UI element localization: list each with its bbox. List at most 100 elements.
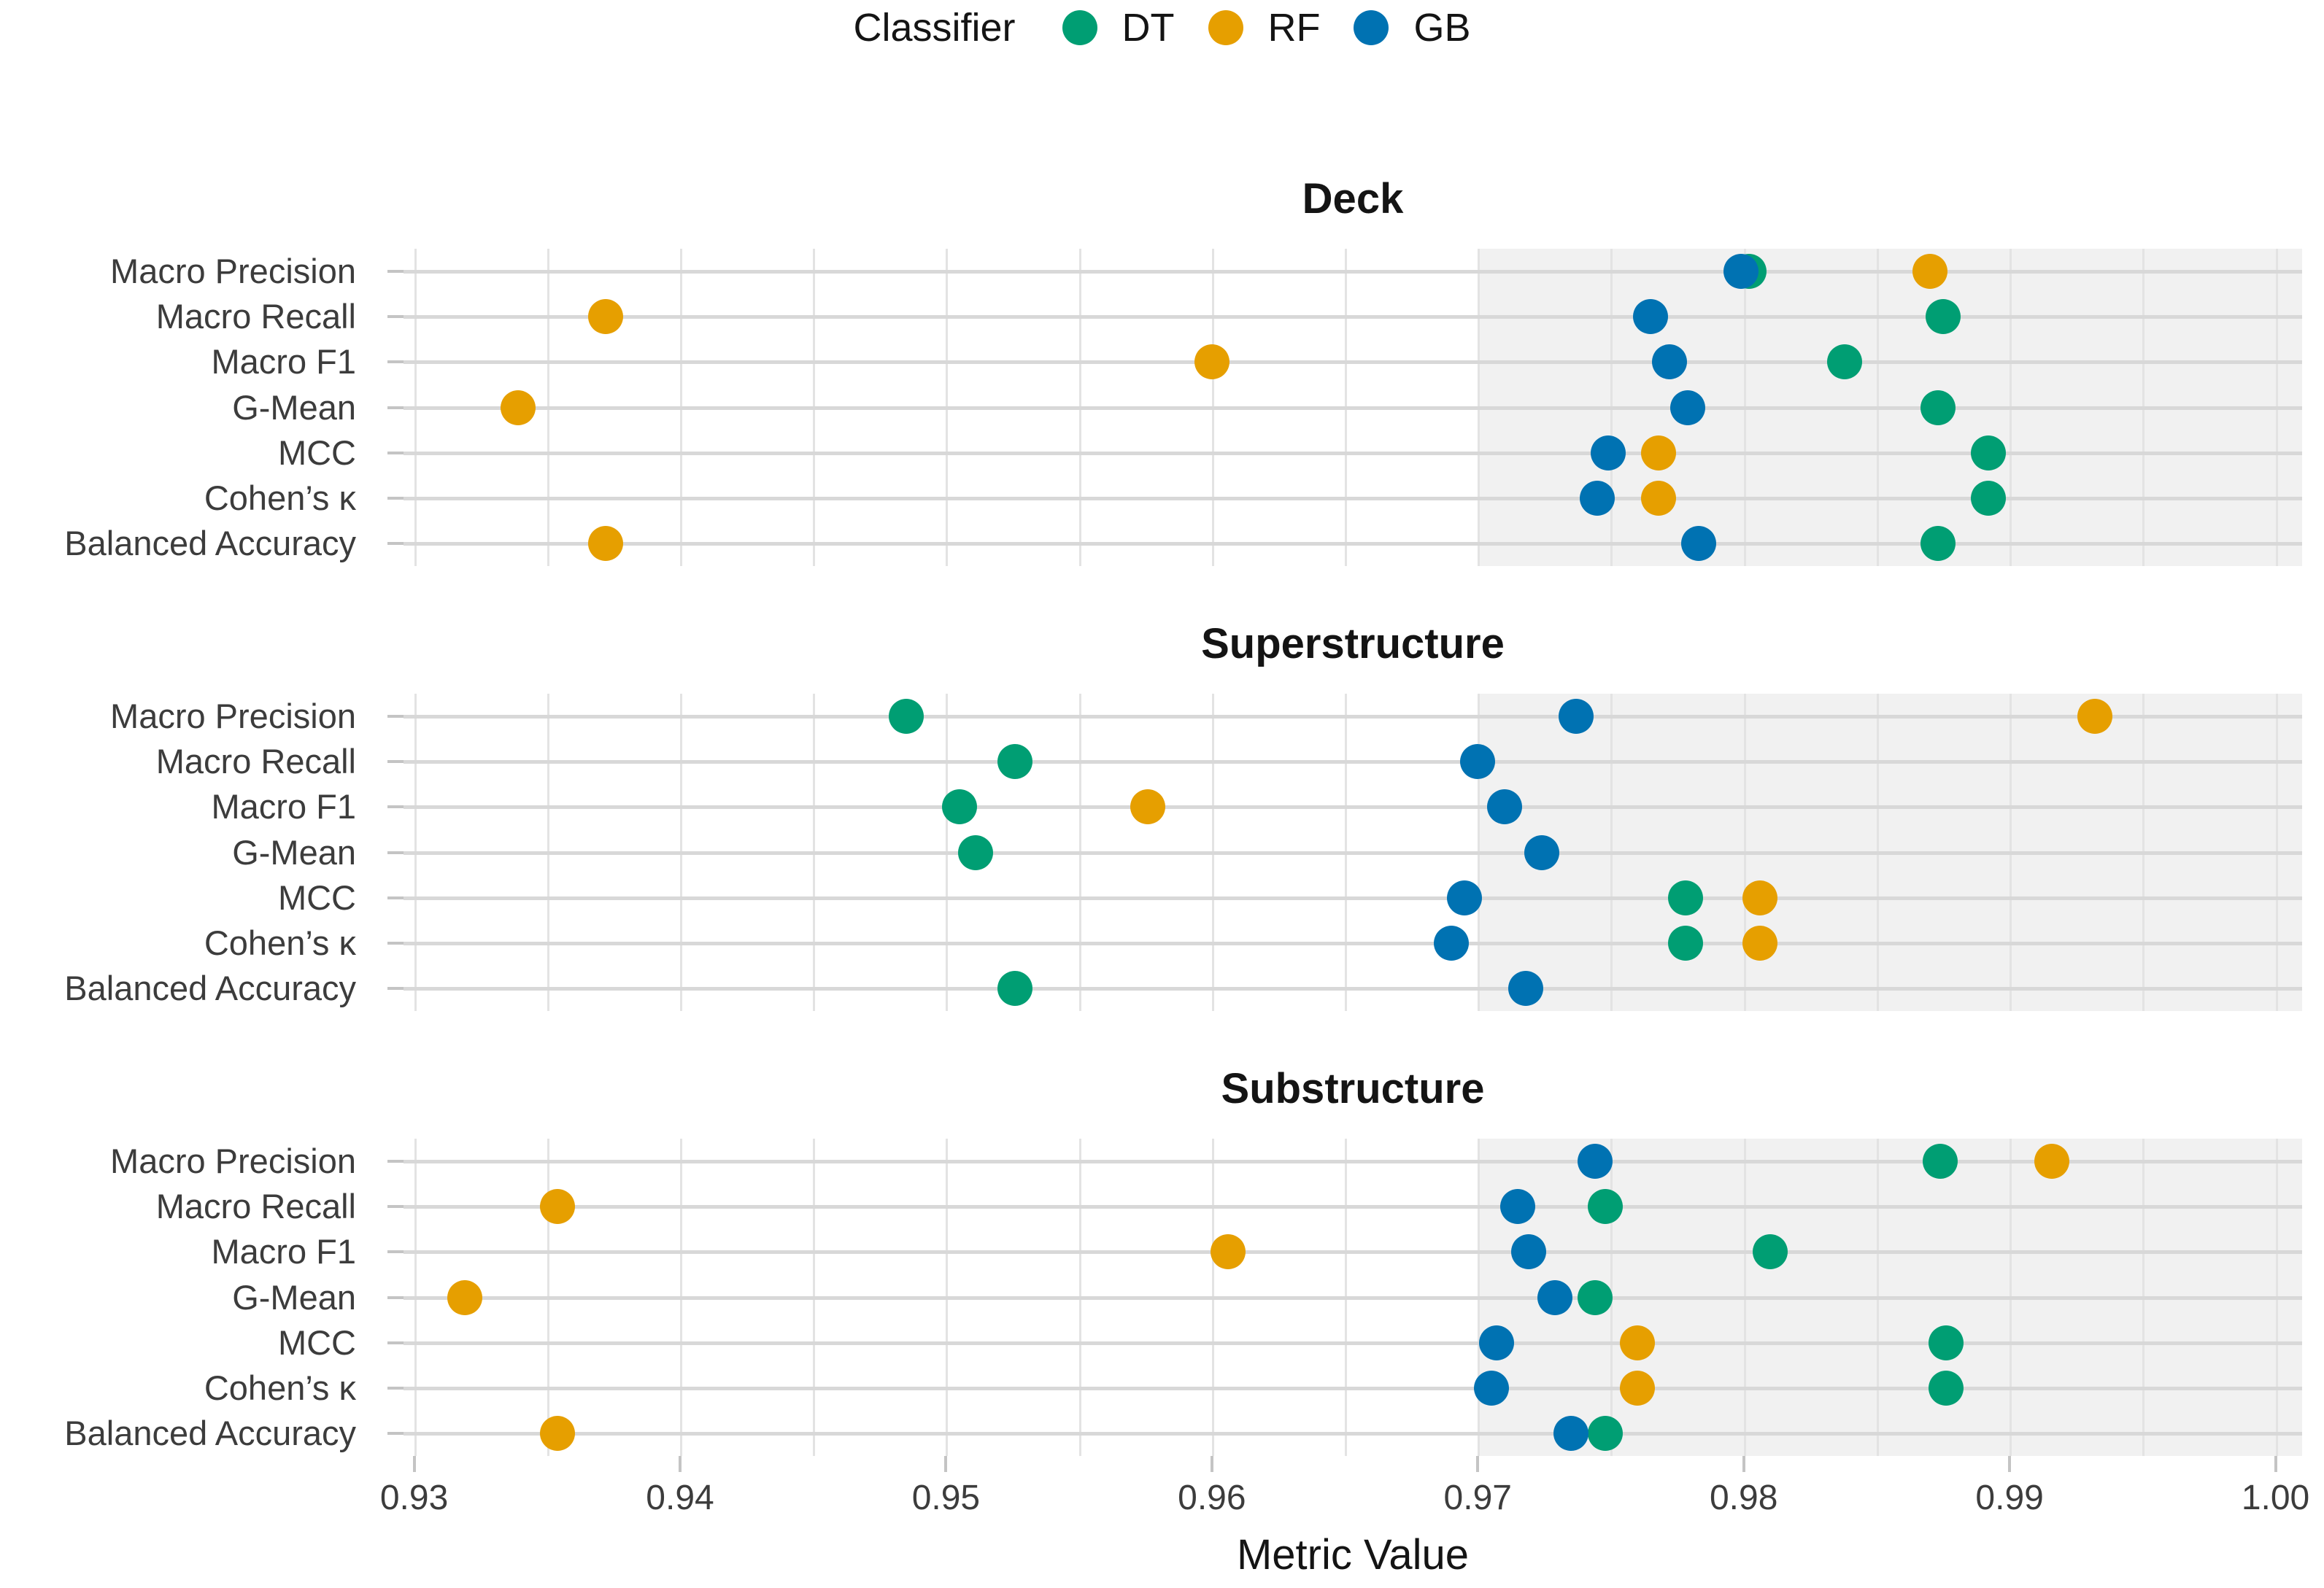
data-point-gb xyxy=(1524,834,1559,870)
y-tick xyxy=(387,1250,404,1254)
legend-item-gb: GB xyxy=(1354,5,1471,50)
data-point-rf xyxy=(1210,1234,1246,1270)
legend-title: Classifier xyxy=(853,6,1016,50)
data-point-dt xyxy=(1928,1370,1964,1406)
data-point-dt xyxy=(1588,1415,1624,1451)
data-point-gb xyxy=(1460,744,1496,780)
data-point-rf xyxy=(1912,254,1947,290)
y-tick xyxy=(387,1386,404,1390)
data-point-dt xyxy=(1577,1279,1613,1315)
data-point-rf xyxy=(1619,1325,1655,1360)
data-point-gb xyxy=(1580,480,1615,516)
y-axis-label: Cohen’s κ xyxy=(204,1368,356,1407)
y-axis-label: Cohen’s κ xyxy=(204,478,356,517)
y-axis-label: MCC xyxy=(277,433,356,472)
grid-line-row xyxy=(404,1250,2302,1255)
legend-dot-rf xyxy=(1208,10,1243,45)
data-point-dt xyxy=(1827,344,1863,380)
grid-line-row xyxy=(404,541,2302,546)
data-point-dt xyxy=(888,699,924,735)
y-axis-label: Balanced Accuracy xyxy=(64,523,356,562)
data-point-dt xyxy=(1667,880,1703,915)
y-tick xyxy=(387,896,404,899)
data-point-rf xyxy=(587,525,623,561)
y-axis-label: Balanced Accuracy xyxy=(64,1413,356,1452)
grid-line-row xyxy=(404,805,2302,810)
y-axis-label: Cohen’s κ xyxy=(204,923,356,962)
data-point-dt xyxy=(1753,1234,1788,1270)
y-axis-label: MCC xyxy=(277,878,356,917)
y-axis-label: G-Mean xyxy=(232,1277,356,1317)
legend-dot-dt xyxy=(1062,10,1097,45)
y-axis-label: Macro Precision xyxy=(110,252,356,291)
data-point-dt xyxy=(1926,299,1961,335)
y-axis-label: Macro Precision xyxy=(110,697,356,736)
data-point-gb xyxy=(1537,1279,1572,1315)
grid-line-row xyxy=(404,406,2302,410)
y-tick xyxy=(387,1205,404,1209)
y-axis-label: Macro Recall xyxy=(155,1187,356,1226)
y-axis-label: Macro F1 xyxy=(211,787,357,826)
data-point-gb xyxy=(1723,254,1759,290)
y-tick xyxy=(387,1341,404,1344)
y-axis-label: MCC xyxy=(277,1322,356,1362)
data-point-rf xyxy=(2077,699,2112,735)
data-point-gb xyxy=(1510,1234,1546,1270)
data-point-dt xyxy=(997,744,1033,780)
x-tick-label: 0.99 xyxy=(1975,1479,2044,1517)
grid-line-row xyxy=(404,851,2302,855)
data-point-dt xyxy=(1970,435,2006,470)
data-point-gb xyxy=(1507,970,1543,1006)
grid-line-row xyxy=(404,451,2302,455)
x-tick xyxy=(679,1456,682,1472)
data-point-rf xyxy=(447,1279,482,1315)
y-axis-label: G-Mean xyxy=(232,832,356,872)
data-point-dt xyxy=(1588,1189,1624,1225)
data-point-rf xyxy=(1194,344,1229,380)
grid-line-row xyxy=(404,315,2302,319)
grid-line-row xyxy=(404,986,2302,991)
data-point-dt xyxy=(997,970,1033,1006)
grid-line-row xyxy=(404,270,2302,274)
y-tick xyxy=(387,1160,404,1163)
data-point-dt xyxy=(1920,525,1956,561)
grid-line-row xyxy=(404,715,2302,719)
data-point-gb xyxy=(1559,699,1594,735)
data-point-rf xyxy=(2034,1144,2070,1180)
legend-item-label: DT xyxy=(1122,6,1175,50)
data-point-rf xyxy=(1619,1370,1655,1406)
y-axis-label: Macro Precision xyxy=(110,1142,356,1181)
y-tick xyxy=(387,270,404,274)
data-point-gb xyxy=(1590,435,1626,470)
data-point-rf xyxy=(587,299,623,335)
data-point-dt xyxy=(1923,1144,1958,1180)
data-point-gb xyxy=(1486,789,1522,825)
legend-item-dt: DT xyxy=(1062,5,1175,50)
y-axis-label: Macro Recall xyxy=(155,742,356,781)
x-tick-label: 1.00 xyxy=(2241,1479,2310,1517)
data-point-rf xyxy=(540,1189,576,1225)
x-tick-label: 0.94 xyxy=(646,1479,714,1517)
grid-line-row xyxy=(404,1386,2302,1390)
data-point-gb xyxy=(1670,390,1706,425)
data-point-rf xyxy=(500,390,536,425)
legend-dot-gb xyxy=(1354,10,1389,45)
data-point-dt xyxy=(1970,480,2006,516)
y-tick xyxy=(387,406,404,409)
y-tick xyxy=(387,715,404,719)
y-tick xyxy=(387,1431,404,1435)
x-tick xyxy=(944,1456,948,1472)
y-tick xyxy=(387,541,404,545)
data-point-dt xyxy=(1928,1325,1964,1360)
grid-line-row xyxy=(404,1160,2302,1164)
x-tick xyxy=(412,1456,416,1472)
grid-line-row xyxy=(404,896,2302,900)
grid-line-row xyxy=(404,1431,2302,1436)
y-tick xyxy=(387,315,404,319)
y-axis-label: Macro F1 xyxy=(211,342,357,381)
x-tick-label: 0.97 xyxy=(1443,1479,1512,1517)
